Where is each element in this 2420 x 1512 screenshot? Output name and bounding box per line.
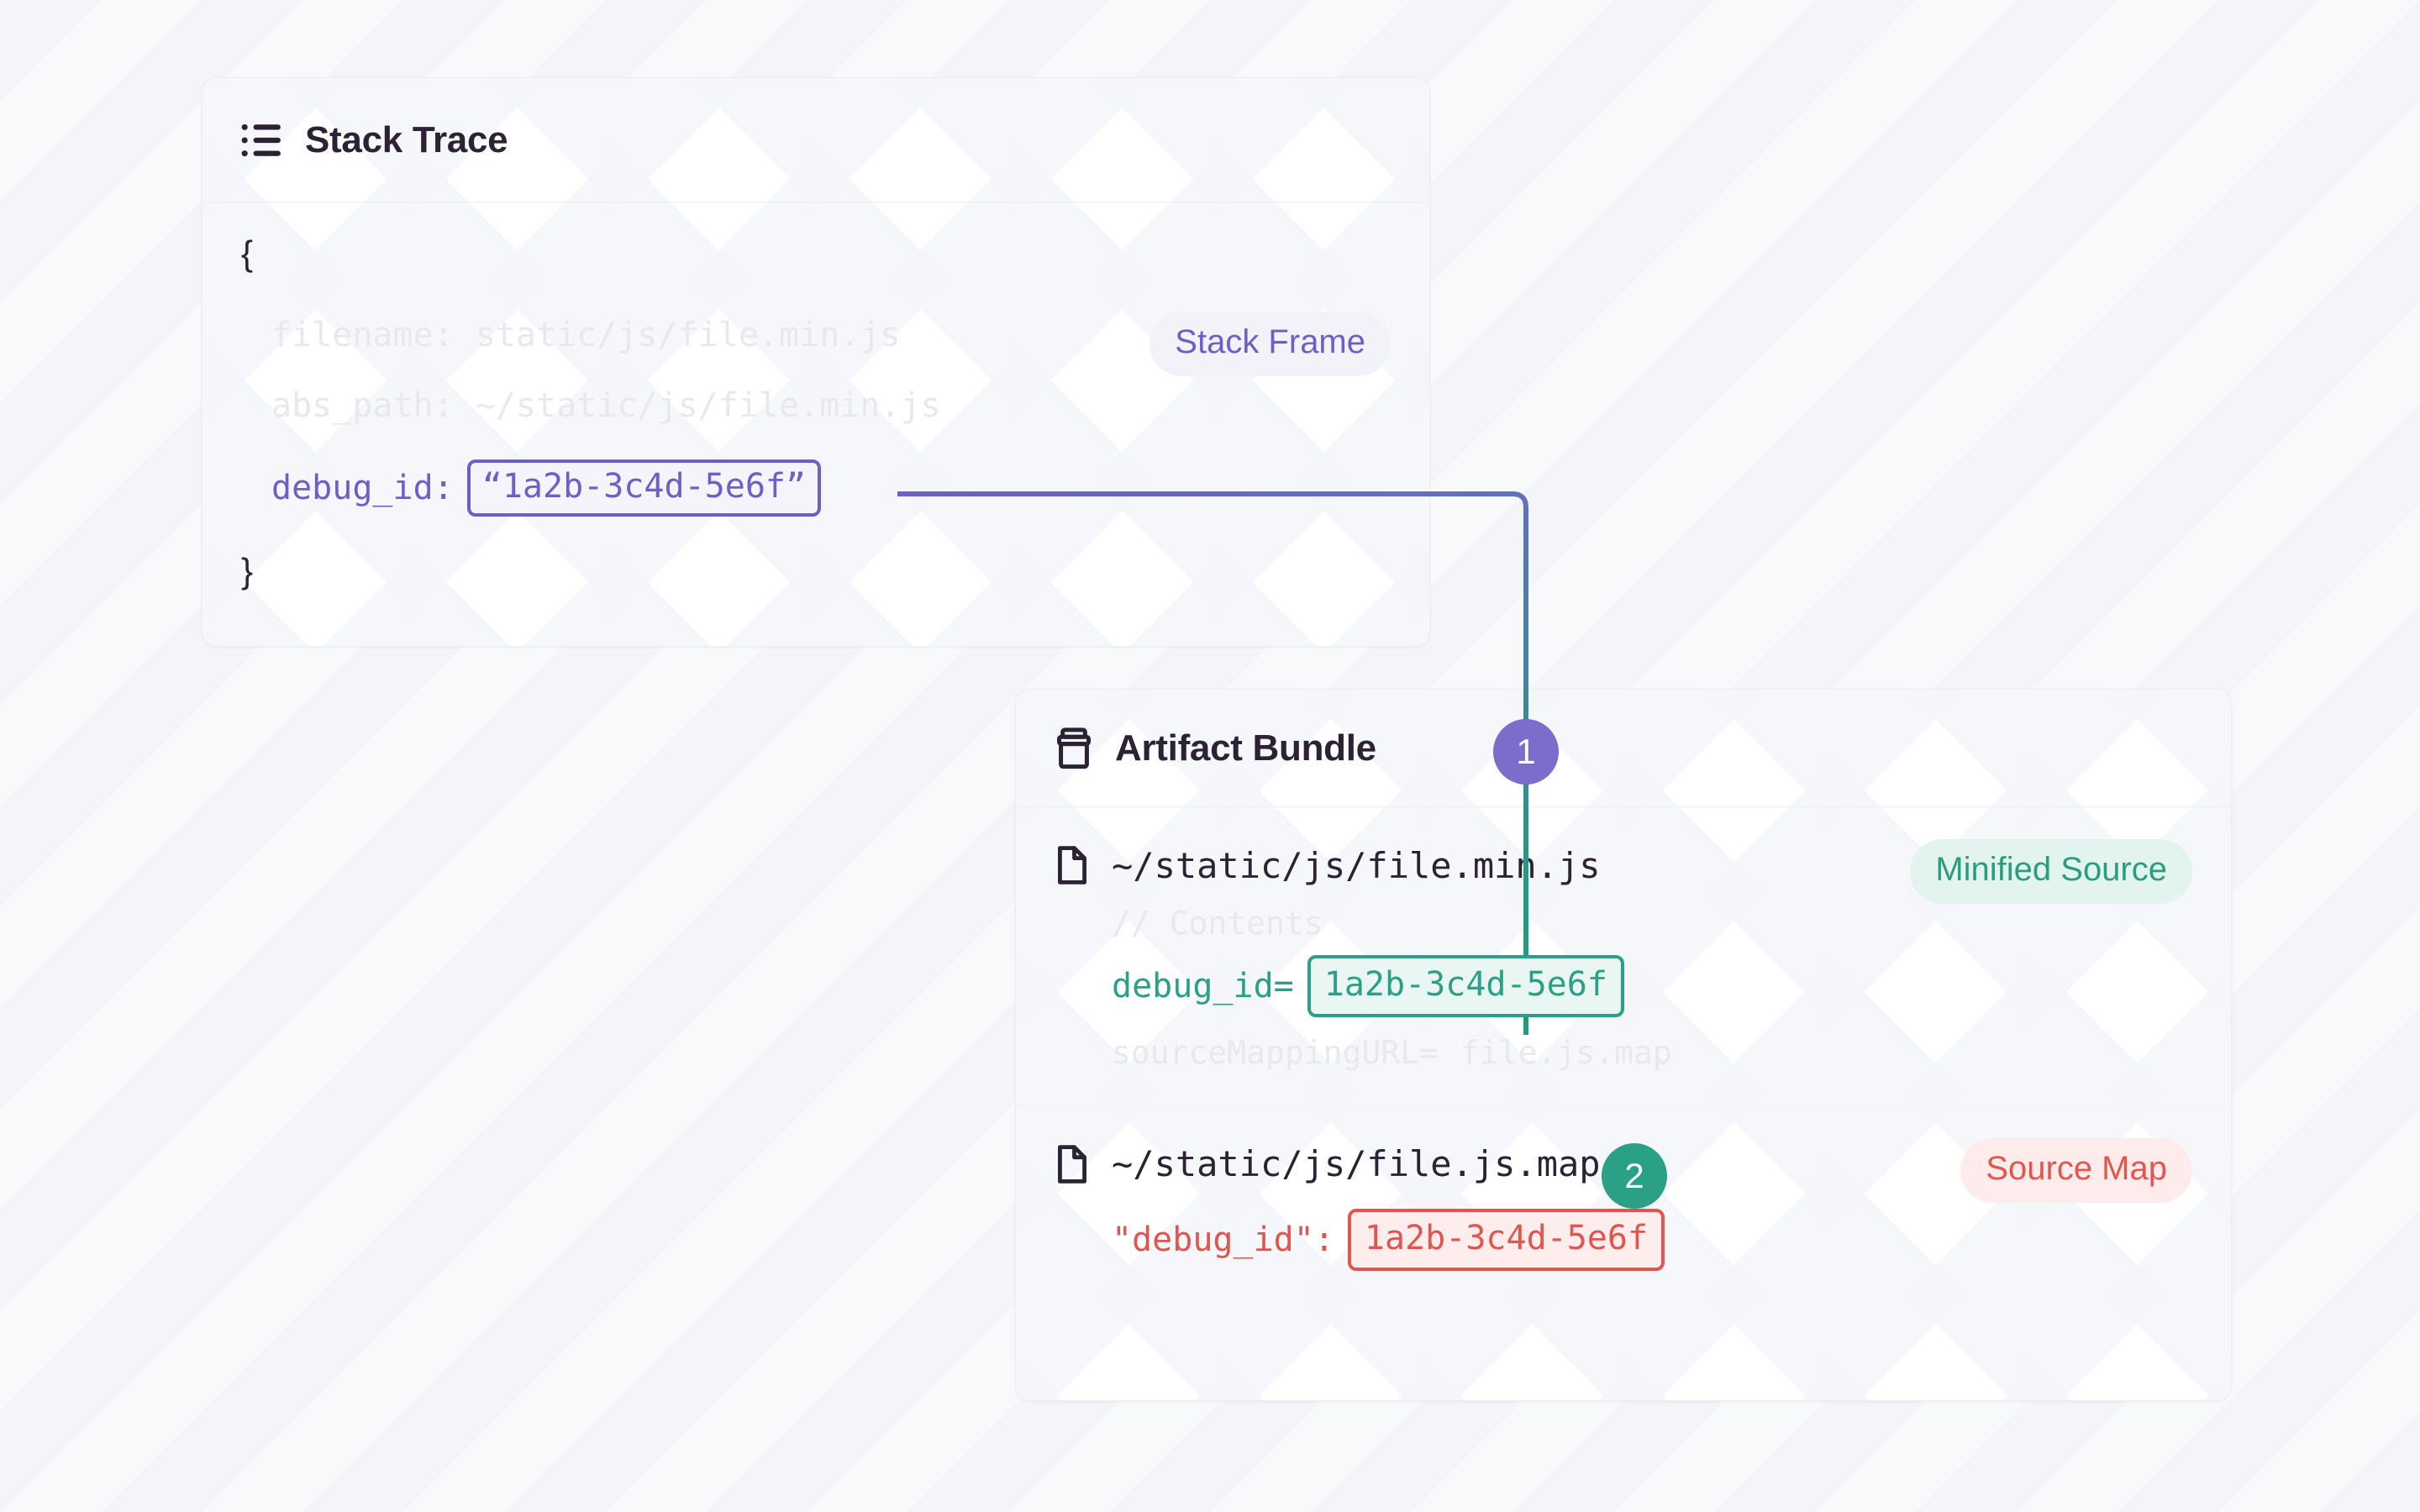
file-icon bbox=[1055, 844, 1090, 886]
step-badge-1: 1 bbox=[1493, 719, 1559, 785]
abs-path-value: ~/static/js/file.min.js bbox=[475, 386, 941, 425]
file-icon bbox=[1055, 1143, 1090, 1185]
contents-comment: // Contents bbox=[1112, 905, 1323, 942]
stack-trace-debug-id-chip[interactable]: “1a2b-3c4d-5e6f” bbox=[466, 459, 822, 517]
sourcemap-debug-id-chip[interactable]: 1a2b-3c4d-5e6f bbox=[1347, 1208, 1665, 1271]
stack-trace-body: { filename: static/js/file.min.js abs_pa… bbox=[203, 202, 1429, 589]
sourcemap-debug-id-key: "debug_id": bbox=[1112, 1220, 1334, 1259]
filename-value: static/js/file.min.js bbox=[475, 316, 901, 354]
stack-frame-tag: Stack Frame bbox=[1150, 312, 1391, 376]
sourcemap-debug-id-row: "debug_id": 1a2b-3c4d-5e6f bbox=[1055, 1208, 2192, 1271]
open-brace: { bbox=[241, 234, 254, 273]
filename-key: filename: bbox=[271, 316, 454, 354]
package-icon bbox=[1055, 727, 1093, 769]
stack-trace-title: Stack Trace bbox=[305, 118, 508, 160]
list-icon bbox=[241, 122, 283, 159]
stack-frame-row-abs-path: abs_path: ~/static/js/file.min.js bbox=[241, 389, 1391, 423]
minified-debug-id-row: debug_id= 1a2b-3c4d-5e6f bbox=[1055, 955, 2192, 1017]
close-brace-line: } bbox=[241, 554, 1391, 589]
minified-debug-id-chip[interactable]: 1a2b-3c4d-5e6f bbox=[1307, 955, 1624, 1017]
stack-frame-row-debug-id: debug_id: “1a2b-3c4d-5e6f” bbox=[241, 459, 1391, 517]
file-row[interactable]: ~/static/js/file.js.map bbox=[1055, 1143, 2192, 1185]
source-mapping-url-row: sourceMappingURL= file.js.map bbox=[1055, 1034, 2192, 1071]
source-mapping-url-key: sourceMappingURL= bbox=[1112, 1034, 1439, 1071]
stack-trace-header: Stack Trace bbox=[203, 78, 1429, 202]
artifact-bundle-card: Artifact Bundle ~/static/js/file.min.js … bbox=[1015, 689, 2232, 1401]
open-brace-line: { bbox=[241, 236, 1391, 271]
step-badge-2-label: 2 bbox=[1624, 1156, 1644, 1195]
source-map-tag: Source Map bbox=[1960, 1137, 2192, 1203]
file-name: ~/static/js/file.min.js bbox=[1112, 844, 1601, 886]
close-brace: } bbox=[241, 551, 254, 591]
artifact-file-source-map: ~/static/js/file.js.map "debug_id": 1a2b… bbox=[1016, 1106, 2231, 1305]
minified-debug-id-key: debug_id= bbox=[1112, 967, 1294, 1005]
artifact-bundle-title: Artifact Bundle bbox=[1115, 727, 1376, 769]
abs-path-key: abs_path: bbox=[271, 386, 454, 425]
debug-id-key: debug_id: bbox=[271, 469, 454, 507]
step-badge-1-label: 1 bbox=[1516, 732, 1536, 771]
file-name: ~/static/js/file.js.map bbox=[1112, 1143, 1601, 1184]
minified-source-tag: Minified Source bbox=[1910, 839, 2192, 904]
artifact-bundle-header: Artifact Bundle bbox=[1016, 690, 2231, 807]
artifact-file-minified-source: ~/static/js/file.min.js // Contents debu… bbox=[1016, 807, 2231, 1105]
stack-trace-card: Stack Trace { filename: static/js/file.m… bbox=[202, 77, 1430, 647]
source-mapping-url-value: file.js.map bbox=[1460, 1034, 1672, 1071]
step-badge-2: 2 bbox=[1602, 1143, 1667, 1209]
